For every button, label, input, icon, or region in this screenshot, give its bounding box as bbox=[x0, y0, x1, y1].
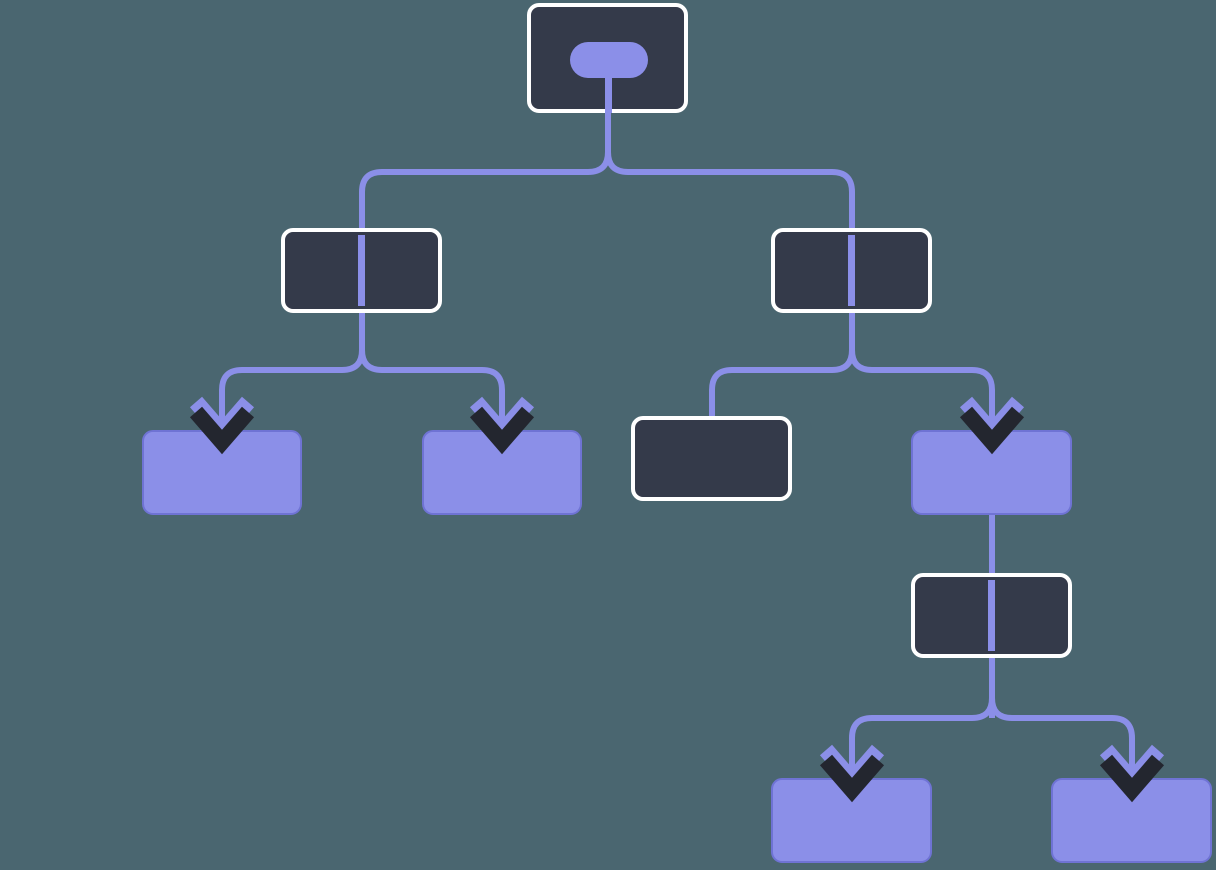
arrowhead-leaf-4-tip bbox=[819, 754, 885, 803]
inner-line-right-branch bbox=[848, 235, 855, 306]
edge-left-branch-to-leaf-2 bbox=[359, 313, 505, 432]
edge-right-branch-to-leaf-3 bbox=[849, 313, 995, 432]
node-layer bbox=[142, 3, 1212, 863]
edge-layer bbox=[219, 113, 1135, 780]
arrowhead-leaf-5 bbox=[1099, 744, 1165, 803]
edge-sub-branch-to-leaf-5 bbox=[989, 697, 1135, 780]
arrowhead-leaf-2 bbox=[469, 396, 535, 455]
root-pill-stem bbox=[605, 78, 612, 113]
empty-node[interactable] bbox=[631, 416, 792, 501]
inner-line-left-branch bbox=[358, 235, 365, 306]
arrowhead-leaf-3 bbox=[959, 396, 1025, 455]
edge-root-to-right-branch bbox=[605, 113, 855, 228]
root-pill-badge[interactable] bbox=[570, 42, 648, 78]
arrowhead-leaf-3-tip bbox=[959, 406, 1025, 455]
arrowhead-leaf-4 bbox=[819, 744, 885, 803]
arrowhead-leaf-1-tip bbox=[189, 406, 255, 455]
arrowhead-leaf-2-tip bbox=[469, 406, 535, 455]
arrowhead-leaf-5-tip bbox=[1099, 754, 1165, 803]
arrowhead-leaf-1 bbox=[189, 396, 255, 455]
inner-line-sub-branch bbox=[988, 580, 995, 651]
arrowhead-layer bbox=[189, 396, 1165, 803]
root-node-group bbox=[527, 3, 688, 113]
empty-node-group bbox=[631, 416, 792, 501]
